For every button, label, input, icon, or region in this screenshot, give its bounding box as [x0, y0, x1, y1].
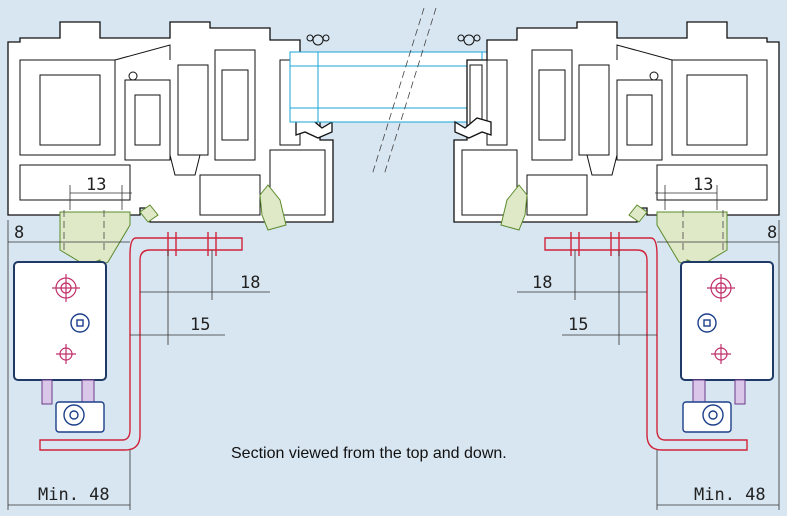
- right-dimension-lines: [517, 185, 780, 510]
- right-window-profile: [453, 21, 780, 231]
- dim-right-15: 15: [568, 315, 588, 335]
- left-dimension-lines: [7, 185, 270, 510]
- dim-left-15: 15: [190, 315, 210, 335]
- left-window-profile: [7, 21, 334, 231]
- dim-right-13: 13: [693, 175, 713, 195]
- section-caption: Section viewed from the top and down.: [231, 445, 507, 462]
- dim-right-min48: Min. 48: [694, 485, 766, 505]
- left-mounting-bracket: [39, 232, 243, 451]
- left-motor-holder: [13, 210, 131, 433]
- dim-left-13: 13: [86, 175, 106, 195]
- right-mounting-assembly: [544, 210, 774, 451]
- dim-left-18: 18: [240, 273, 260, 293]
- dim-left-8: 8: [14, 223, 24, 243]
- dim-left-min48: Min. 48: [38, 485, 110, 505]
- dim-right-8: 8: [767, 223, 777, 243]
- dim-right-18: 18: [532, 273, 552, 293]
- break-lines: [371, 7, 437, 176]
